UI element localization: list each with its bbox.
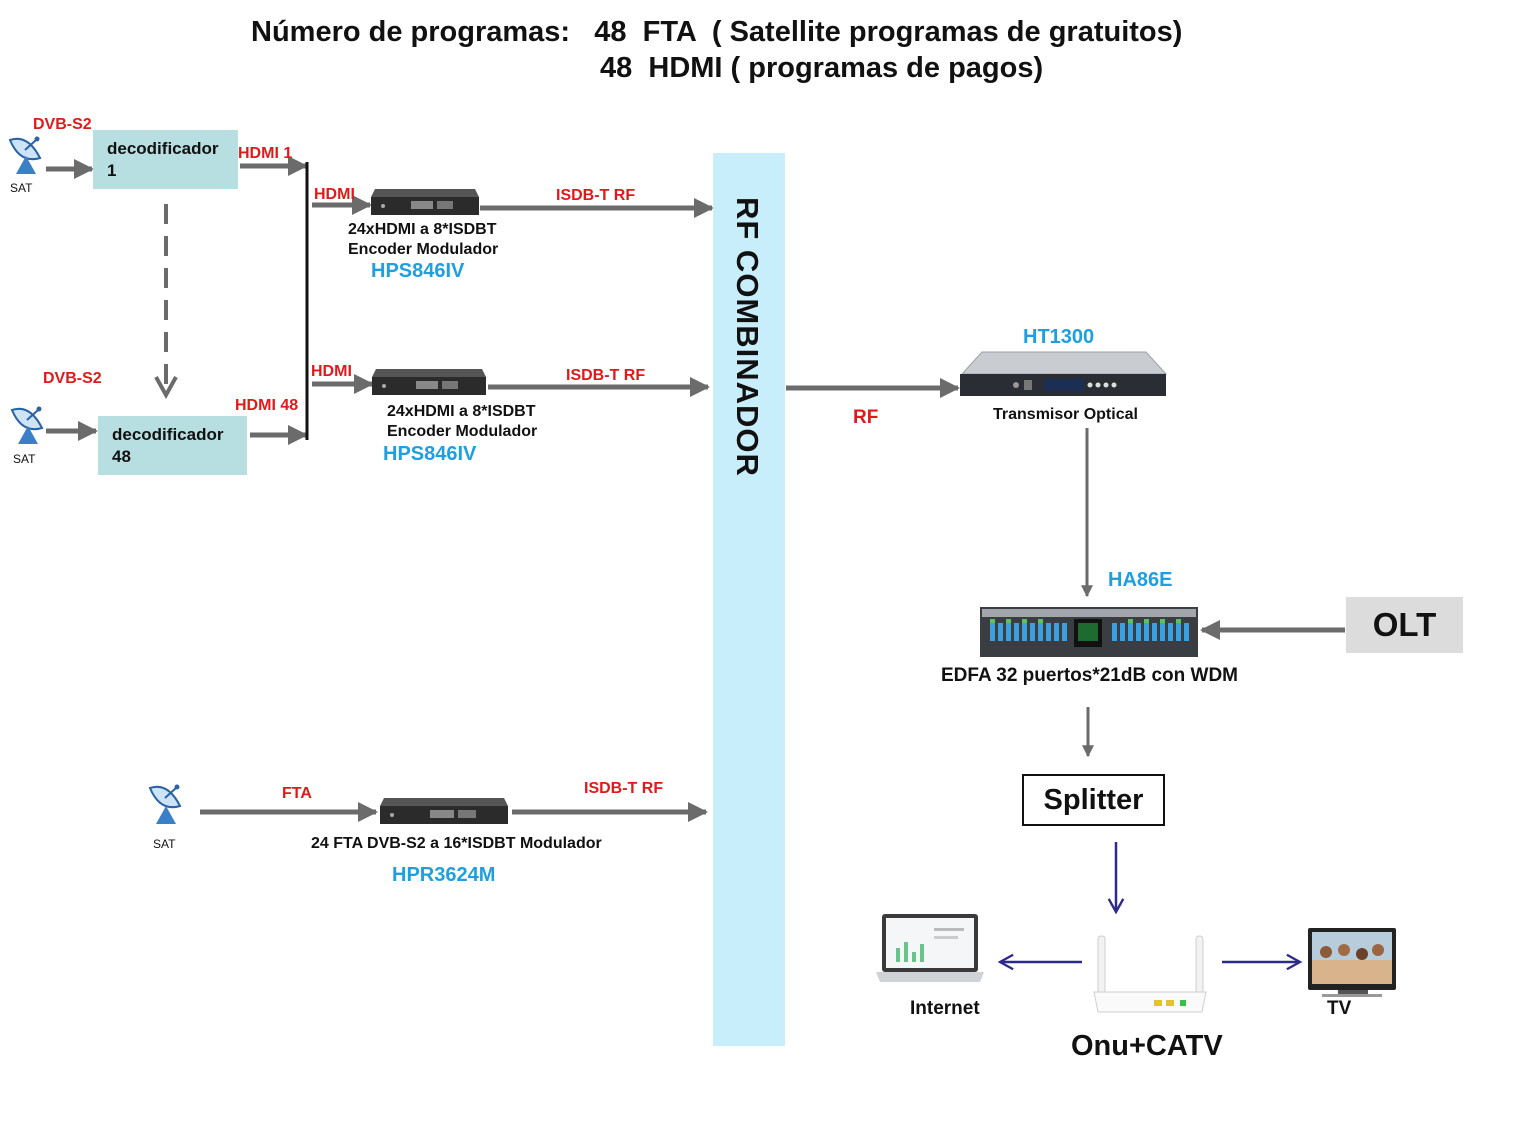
onu-router-icon	[1093, 935, 1207, 1013]
rf-combiner-bar: RF COMBINADOR	[713, 153, 785, 1046]
edfa-label: EDFA 32 puertos*21dB con WDM	[941, 665, 1239, 686]
transmitter-device-icon	[960, 351, 1168, 396]
encoder1-desc1: 24xHDMI a 8*ISDBT	[348, 221, 497, 238]
tv-label: TV	[1327, 998, 1352, 1019]
fta-modulator-model: HPR3624M	[392, 864, 496, 886]
encoder-device-icon	[372, 369, 486, 395]
encoder1-model: HPS846IV	[371, 260, 465, 282]
diagram-title-line1: Número de programas: 48 FTA ( Satellite …	[251, 16, 1183, 48]
tv-icon	[1308, 928, 1396, 997]
edfa-device-icon	[980, 607, 1198, 657]
satellite-dish-icon	[10, 406, 44, 444]
sat-label-1: SAT	[10, 181, 33, 195]
olt-box: OLT	[1346, 597, 1463, 653]
hdmi48-label: HDMI 48	[235, 397, 299, 414]
decoder-48-line2: 48	[112, 447, 131, 466]
decoder-1-line1: decodificador	[107, 139, 219, 158]
transmitter-label: Transmisor Optical	[993, 406, 1138, 423]
modulator-device-icon	[380, 798, 508, 824]
encoder2-input-label: HDMI	[311, 363, 352, 380]
encoder2-desc2: Encoder Modulador	[387, 423, 538, 440]
encoder1-input-label: HDMI	[314, 186, 355, 203]
sat-label-2: SAT	[13, 452, 36, 466]
internet-label: Internet	[910, 998, 980, 1019]
encoder2-output-label: ISDB-T RF	[566, 367, 646, 384]
fta-modulator-desc: 24 FTA DVB-S2 a 16*ISDBT Modulador	[311, 835, 602, 852]
splitter-box: Splitter	[1022, 774, 1165, 826]
rf-combiner-label: RF COMBINADOR	[730, 197, 765, 477]
decoder-1-box: decodificador 1	[93, 130, 238, 189]
rf-label: RF	[853, 407, 879, 428]
decoder-1-line2: 1	[107, 161, 117, 180]
laptop-icon	[876, 914, 984, 982]
encoder1-desc2: Encoder Modulador	[348, 241, 499, 258]
satellite-dish-icon	[8, 136, 42, 174]
transmitter-model: HT1300	[1023, 326, 1095, 348]
sat-label-3: SAT	[153, 837, 176, 851]
dvb-s2-label-2: DVB-S2	[43, 370, 102, 387]
onu-catv-label: Onu+CATV	[1071, 1030, 1223, 1062]
hdmi1-label: HDMI 1	[238, 145, 293, 162]
decoder-48-box: decodificador 48	[98, 416, 247, 475]
satellite-dish-icon	[148, 784, 182, 824]
encoder2-desc1: 24xHDMI a 8*ISDBT	[387, 403, 536, 420]
encoder1-output-label: ISDB-T RF	[556, 187, 636, 204]
dvb-s2-label-1: DVB-S2	[33, 116, 92, 133]
diagram-title-line2: 48 HDMI ( programas de pagos)	[600, 52, 1044, 84]
fta-output-label: ISDB-T RF	[584, 780, 664, 797]
fta-label: FTA	[282, 785, 312, 802]
edfa-model: HA86E	[1108, 569, 1173, 591]
encoder2-model: HPS846IV	[383, 443, 477, 465]
encoder-device-icon	[371, 189, 479, 215]
decoder-48-line1: decodificador	[112, 425, 224, 444]
